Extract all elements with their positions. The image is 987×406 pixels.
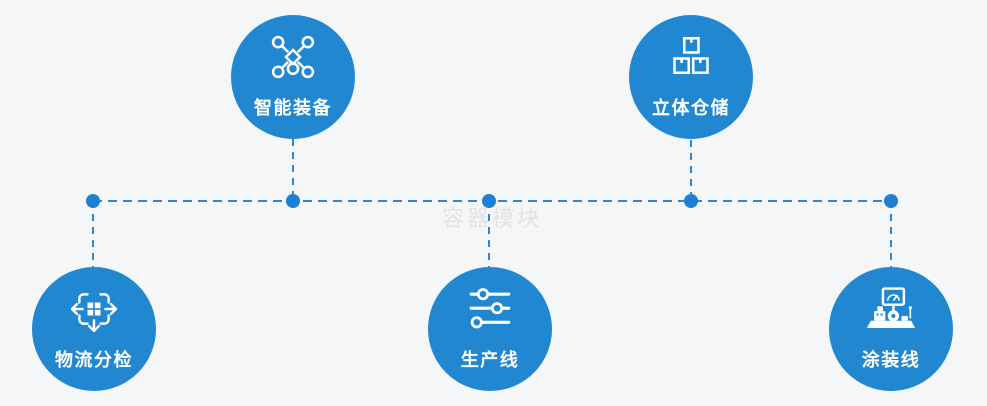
junction-dot-3 [482,194,496,208]
machine-console-icon [862,283,920,335]
stacked-boxes-icon [667,31,715,83]
node-coating-line[interactable]: 涂装线 [829,267,953,391]
network-nodes-icon [268,31,318,83]
node-stereo-warehouse[interactable]: 立体仓储 [629,15,753,139]
connector-vertical-smart-equipment [292,139,294,201]
connector-vertical-stereo-warehouse [690,140,692,201]
move-sort-icon [68,283,120,335]
node-label: 立体仓储 [652,98,730,118]
node-logistics-sorting[interactable]: 物流分检 [32,267,156,391]
connector-vertical-coating-line [890,201,892,267]
connector-vertical-logistics-sorting [92,201,94,267]
sliders-icon [465,283,515,335]
watermark-text: 容器模块 [441,206,543,231]
node-label: 涂装线 [861,350,921,370]
node-label: 物流分检 [55,350,133,370]
node-production-line[interactable]: 生产线 [428,267,552,391]
junction-dot-4 [684,194,698,208]
junction-dot-2 [286,194,300,208]
node-smart-equipment[interactable]: 智能装备 [231,15,355,139]
junction-dot-5 [884,194,898,208]
junction-dot-1 [86,194,100,208]
connector-vertical-production-line [488,201,490,267]
node-label: 生产线 [460,350,520,370]
node-label: 智能装备 [254,98,332,118]
